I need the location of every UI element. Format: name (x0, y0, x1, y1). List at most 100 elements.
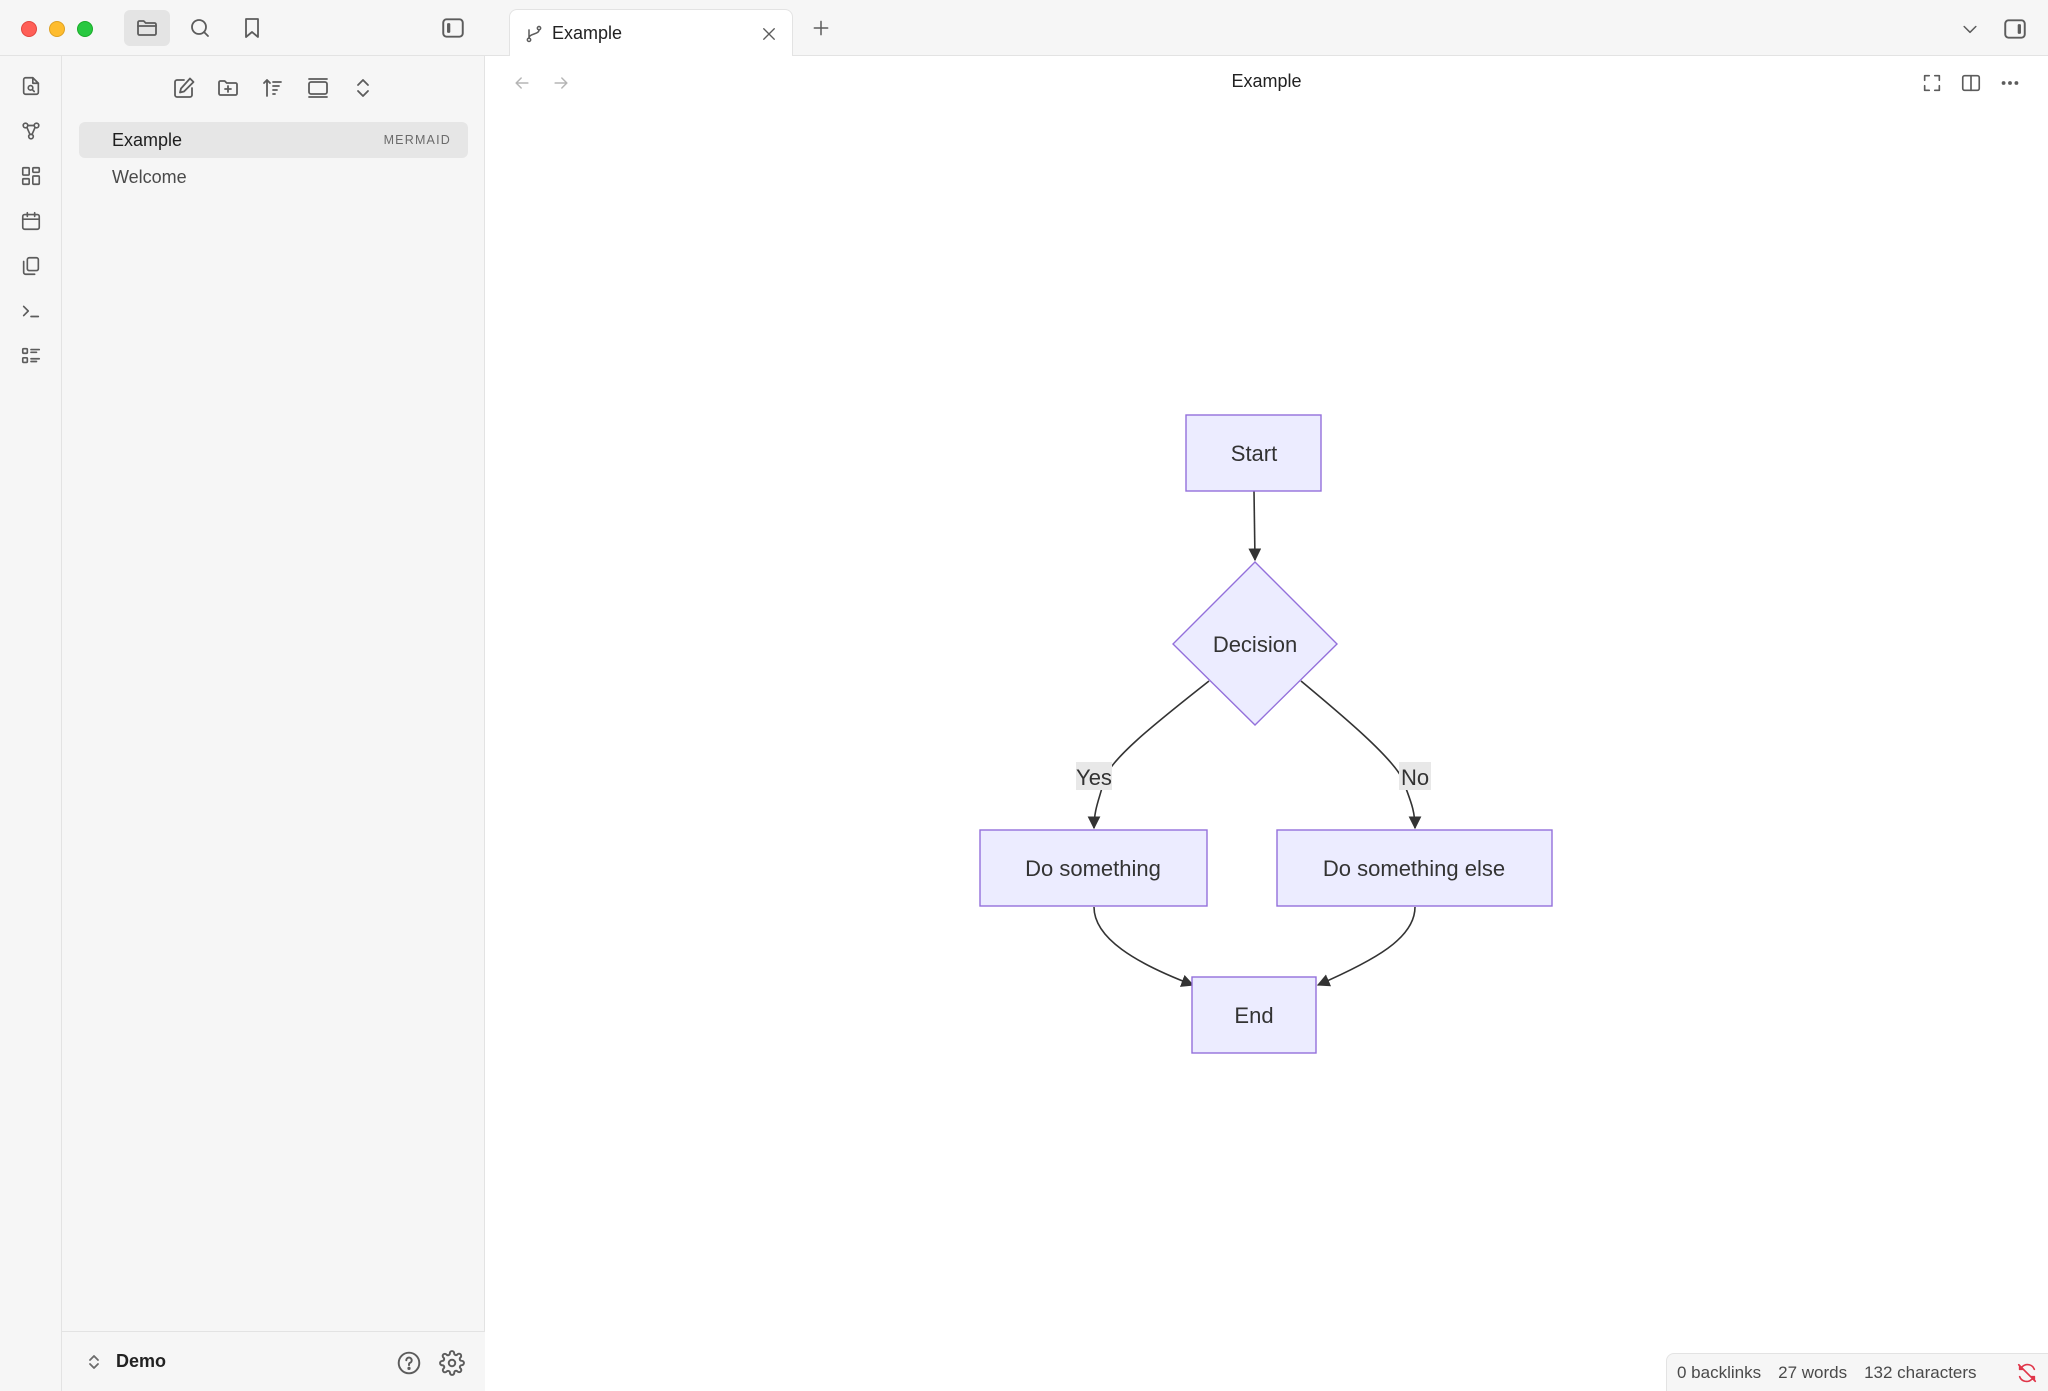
split-view-icon (1961, 74, 1981, 92)
new-note-icon (174, 77, 195, 98)
right-sidebar-toggle-icon (2004, 19, 2026, 39)
new-note-button[interactable] (166, 70, 202, 106)
folder-icon (137, 20, 157, 36)
node-end-label: End (1234, 1003, 1273, 1028)
ribbon (0, 56, 62, 1391)
tab-example[interactable]: Example (509, 9, 793, 57)
tab-bar: Example (485, 0, 2048, 57)
more-horizontal-icon (2001, 81, 2019, 85)
sync-status-button[interactable] (2016, 1362, 2038, 1384)
arrow-left-icon (515, 77, 529, 89)
node-do-something-else-label: Do something else (1323, 856, 1505, 881)
sidebar-toggle-button[interactable] (430, 10, 476, 46)
auto-reveal-button[interactable] (300, 70, 336, 106)
sort-button[interactable] (255, 70, 291, 106)
navigate-back-button[interactable] (507, 68, 537, 98)
node-decision-label: Decision (1213, 632, 1297, 657)
window-minimize-button[interactable] (49, 21, 65, 37)
word-count: 27 words (1778, 1362, 1848, 1382)
node-do-something-label: Do something (1025, 856, 1161, 881)
node-do-something (979, 829, 1208, 907)
edge-label-no: No (1401, 765, 1429, 790)
gear-icon (439, 1350, 465, 1376)
right-sidebar-toggle-button[interactable] (2000, 14, 2030, 44)
ribbon-graph-view[interactable] (14, 114, 48, 148)
edge-do-something-end (1093, 906, 1195, 987)
tab-title: Example (552, 23, 623, 43)
file-item-label: Welcome (112, 166, 187, 187)
help-button[interactable] (392, 1346, 426, 1380)
ribbon-canvas[interactable] (14, 159, 48, 193)
file-explorer: Example MERMAID Welcome (62, 56, 485, 1331)
plus-icon (813, 20, 829, 36)
edge-label-yes-bg (1076, 762, 1112, 790)
fullscreen-icon (1923, 74, 1941, 92)
split-view-button[interactable] (1956, 68, 1986, 98)
edge-decision-yes (1087, 680, 1210, 830)
edge-label-yes: Yes (1076, 765, 1112, 790)
sync-off-icon (2017, 1363, 2037, 1383)
edge-do-something-else-end (1316, 906, 1416, 987)
sidebar-toggle-icon (442, 18, 464, 38)
left-pane: Example MERMAID Welcome Demo (0, 0, 485, 1391)
sort-icon (263, 79, 282, 97)
ribbon-daily-note[interactable] (14, 204, 48, 238)
node-end (1191, 976, 1317, 1054)
ribbon-quick-switcher[interactable] (14, 69, 48, 103)
mermaid-flowchart: Yes No Start Decision Do something Do so… (979, 414, 1553, 1054)
settings-button[interactable] (435, 1346, 469, 1380)
file-item-welcome[interactable]: Welcome (79, 159, 468, 195)
file-item-example[interactable]: Example MERMAID (79, 122, 468, 158)
expand-collapse-button[interactable] (345, 70, 381, 106)
view-header: Example (485, 56, 2048, 108)
files-tab-button[interactable] (124, 10, 170, 46)
node-start (1185, 414, 1322, 492)
vault-name: Demo (116, 1351, 167, 1371)
search-tab-button[interactable] (177, 10, 223, 46)
window-zoom-button[interactable] (77, 21, 93, 37)
tab-icon-wrap (524, 24, 544, 44)
file-item-label: Example (112, 129, 183, 150)
tab-close-button[interactable] (756, 21, 782, 47)
explorer-toolbar (62, 70, 485, 106)
vault-footer: Demo (62, 1331, 485, 1391)
more-options-button[interactable] (1995, 68, 2025, 98)
node-do-something-else (1276, 829, 1553, 907)
close-icon (763, 28, 775, 40)
view-title: Example (1231, 71, 1302, 91)
node-start-label: Start (1231, 441, 1277, 466)
sidebar-topbar (0, 0, 485, 56)
edge-label-no-bg (1399, 762, 1431, 790)
ribbon-templates[interactable] (14, 249, 48, 283)
file-search-icon (22, 76, 40, 96)
collapse-view-icon (308, 78, 328, 98)
new-folder-button[interactable] (210, 70, 246, 106)
ribbon-outline[interactable] (14, 339, 48, 373)
edge-start-decision (1248, 490, 1262, 562)
fullscreen-button[interactable] (1917, 68, 1947, 98)
list-icon (21, 347, 41, 364)
navigate-forward-button[interactable] (546, 68, 576, 98)
bookmark-icon (245, 18, 259, 38)
status-bar: 0 backlinks 27 words 132 characters (1666, 1353, 2048, 1391)
node-decision (1172, 561, 1338, 726)
chevron-up-down-icon (89, 1354, 99, 1369)
graph-icon (22, 122, 40, 140)
search-icon (191, 19, 209, 37)
backlinks-count[interactable]: 0 backlinks (1677, 1362, 1762, 1382)
vault-switcher[interactable]: Demo (86, 1351, 166, 1372)
character-count: 132 characters (1864, 1362, 1977, 1382)
branch-icon (526, 25, 542, 43)
file-extension-badge: MERMAID (383, 133, 451, 147)
chevron-down-icon (1963, 25, 1977, 34)
tab-list-button[interactable] (1955, 14, 1985, 44)
calendar-icon (21, 211, 41, 231)
new-tab-button[interactable] (807, 14, 835, 42)
bookmarks-tab-button[interactable] (229, 10, 275, 46)
help-icon (397, 1351, 421, 1375)
window-close-button[interactable] (21, 21, 37, 37)
arrow-right-icon (554, 77, 568, 89)
expand-collapse-icon (357, 79, 369, 97)
canvas-icon (21, 166, 41, 186)
ribbon-command-palette[interactable] (14, 294, 48, 328)
